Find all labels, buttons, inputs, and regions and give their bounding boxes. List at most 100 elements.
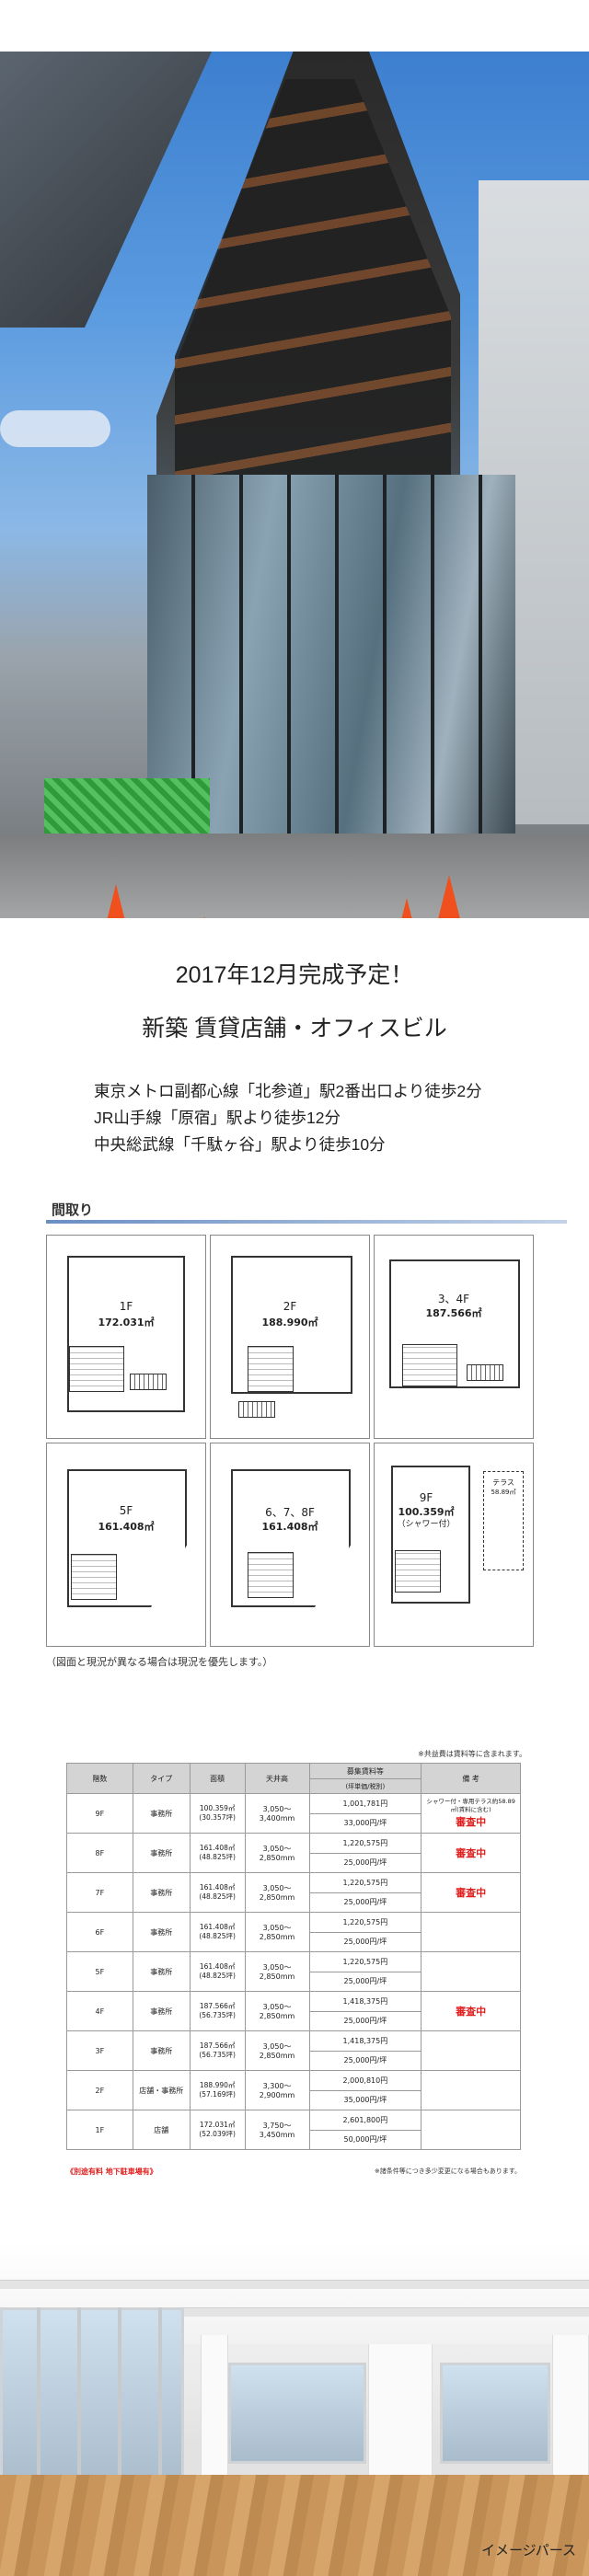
traffic-cone-icon: [394, 898, 420, 918]
floor-label: 3、4F: [437, 1293, 470, 1305]
cell-rent: 1,220,575円: [308, 1872, 422, 1893]
cell-area-sqm: 187.566㎡: [199, 2002, 236, 2010]
status-badge: 審査中: [456, 1816, 487, 1828]
floorplan-disclaimer: （図面と現況が異なる場合は現況を優先します。）: [46, 1656, 273, 1668]
floor-area: 100.359㎡: [398, 1506, 455, 1518]
floorplan-2f: 2F 188.990㎡: [210, 1235, 370, 1439]
floorplan-3-4f: 3、4F 187.566㎡: [374, 1235, 534, 1439]
access-item: 中央総武線「千駄ヶ谷」駅より徒歩10分: [94, 1135, 386, 1154]
cell-ceiling: 3,050〜3,400mm: [244, 1793, 310, 1834]
cell-type: 事務所: [132, 1872, 191, 1913]
wood-floor: [0, 2475, 589, 2576]
core-area: [248, 1552, 294, 1598]
cell-unit-price: 25,000円/坪: [308, 2050, 422, 2071]
floorplan-5f: 5F 161.408㎡: [46, 1443, 206, 1647]
section-title: 間取り: [52, 1202, 94, 1218]
cell-remarks: 審査中: [421, 1991, 521, 2031]
building-type-headline: 新築 賃貸店舗・オフィスビル: [142, 1016, 447, 1041]
remarks-text: シャワー付・専用テラス約58.89㎡(賃料に含む): [426, 1798, 515, 1813]
cell-remarks: [421, 1912, 521, 1952]
table-row-sub: 25,000円/坪: [67, 1852, 521, 1873]
cloud: [0, 410, 110, 447]
cell-type: 事務所: [132, 1793, 191, 1834]
cell-area: 187.566㎡(56.735坪): [189, 1991, 246, 2031]
floorplan-9f: テラス 58.89㎡ 9F 100.359㎡ （シャワー付）: [374, 1443, 534, 1647]
header-type: タイプ: [132, 1763, 191, 1794]
cell-remarks: 審査中: [421, 1872, 521, 1913]
pillar: [368, 2344, 433, 2482]
core-area: [71, 1554, 117, 1600]
cell-type: 事務所: [132, 2030, 191, 2071]
cell-ceiling: 3,050〜2,850mm: [244, 2030, 310, 2071]
floor-label: 9F: [419, 1491, 433, 1504]
green-fence: [44, 778, 210, 834]
access-item: JR山手線「原宿」駅より徒歩12分: [94, 1109, 341, 1127]
floor-area: 172.031㎡: [98, 1317, 155, 1328]
cell-ceiling: 3,050〜2,850mm: [244, 1951, 310, 1992]
core-area: [395, 1550, 441, 1593]
conditions-note: ※諸条件等につき多少変更になる場合もあります。: [374, 2168, 521, 2175]
cell-type: 事務所: [132, 1833, 191, 1873]
cell-unit-price: 35,000円/坪: [308, 2089, 422, 2110]
traffic-cone-icon: [103, 884, 129, 918]
cell-rent: 2,601,800円: [308, 2110, 422, 2131]
cell-area-tsubo: (48.825坪): [199, 1892, 236, 1901]
floorplan-grid: 1F 172.031㎡ 2F 188.990㎡ 3、4F 187.566㎡ 5F…: [46, 1235, 537, 1647]
cell-area-tsubo: (48.825坪): [199, 1932, 236, 1940]
cell-area-sqm: 161.408㎡: [199, 1923, 236, 1931]
cell-floor: 3F: [66, 2030, 133, 2071]
header-rent-sub: (坪単価/税別): [308, 1778, 422, 1794]
cell-floor: 4F: [66, 1991, 133, 2031]
stair-icon: [130, 1374, 167, 1390]
section-underline: [46, 1220, 567, 1224]
access-list: 東京メトロ副都心線「北参道」駅2番出口より徒歩2分 JR山手線「原宿」駅より徒歩…: [94, 1078, 572, 1158]
cell-unit-price: 25,000円/坪: [308, 1971, 422, 1992]
floor-area: 161.408㎡: [261, 1521, 318, 1533]
cell-remarks: 審査中: [421, 1833, 521, 1873]
cell-area: 161.408㎡(48.825坪): [189, 1872, 246, 1913]
traffic-cone-icon: [191, 916, 217, 918]
window-right: [440, 2363, 550, 2464]
cell-ceiling: 3,750〜3,450mm: [244, 2110, 310, 2150]
cell-type: 事務所: [132, 1951, 191, 1992]
cell-floor: 5F: [66, 1951, 133, 1992]
pillar: [552, 2335, 589, 2482]
header-floor: 階数: [66, 1763, 133, 1794]
cell-remarks: シャワー付・専用テラス約58.89㎡(賃料に含む) 審査中: [421, 1793, 521, 1834]
floor-label: 1F: [119, 1300, 133, 1313]
cell-rent: 2,000,810円: [308, 2070, 422, 2091]
stair-icon: [467, 1364, 503, 1381]
status-badge: 審査中: [456, 2006, 487, 2018]
cell-rent: 1,220,575円: [308, 1951, 422, 1972]
cell-area-sqm: 161.408㎡: [199, 1883, 236, 1892]
completion-headline: 2017年12月完成予定！: [175, 962, 414, 988]
cell-area-sqm: 172.031㎡: [199, 2121, 236, 2129]
table-row-sub: 50,000円/坪: [67, 2129, 521, 2150]
cell-type: 店舗・事務所: [132, 2070, 191, 2110]
cell-rent: 1,418,375円: [308, 2030, 422, 2052]
cell-area-sqm: 161.408㎡: [199, 1962, 236, 1971]
pillar: [201, 2335, 228, 2482]
cell-area-tsubo: (48.825坪): [199, 1853, 236, 1861]
cell-area-tsubo: (56.735坪): [199, 2051, 236, 2059]
cell-ceiling: 3,050〜2,850mm: [244, 1912, 310, 1952]
cell-area-tsubo: (57.169坪): [199, 2090, 236, 2099]
floor-label: 5F: [119, 1504, 133, 1517]
header-ceiling: 天井高: [244, 1763, 310, 1794]
cell-area: 100.359㎡(30.357坪): [189, 1793, 246, 1834]
cell-type: 店舗: [132, 2110, 191, 2150]
cell-area-sqm: 161.408㎡: [199, 1844, 236, 1852]
cell-unit-price: 25,000円/坪: [308, 1852, 422, 1873]
cell-ceiling: 3,050〜2,850mm: [244, 1872, 310, 1913]
tower-louvers: [175, 79, 451, 475]
floor-label: 6、7、8F: [265, 1506, 315, 1519]
cell-area: 172.031㎡(52.039坪): [189, 2110, 246, 2150]
status-badge: 審査中: [456, 1887, 487, 1899]
floor-label: 2F: [283, 1300, 297, 1313]
